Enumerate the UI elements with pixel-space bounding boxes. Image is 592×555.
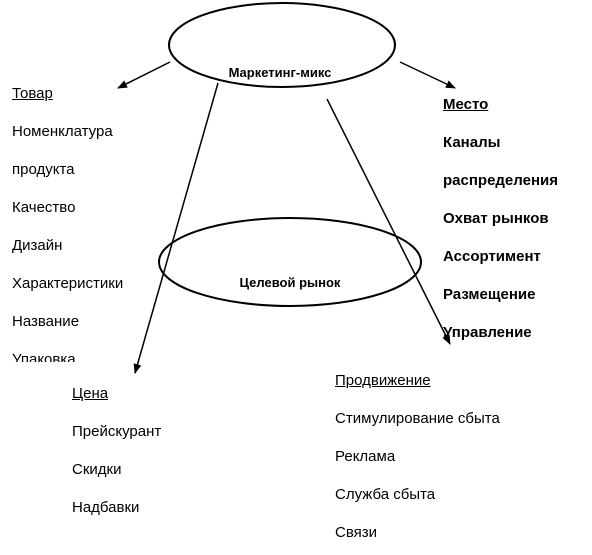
target-market-label: Целевой рынок (239, 275, 341, 290)
place-item: Каналы (443, 134, 501, 151)
product-item: Характеристики (12, 275, 124, 292)
promotion-item: Стимулирование сбыта (335, 410, 500, 427)
price-heading: Цена (72, 385, 109, 402)
promotion-heading: Продвижение (335, 372, 431, 389)
promotion-item: Реклама (335, 448, 396, 465)
promotion-block: Продвижение Стимулирование сбыта Реклама… (335, 371, 555, 555)
target-market-ellipse (158, 217, 422, 307)
promotion-item: Связи (335, 524, 378, 541)
marketing-mix-label: Маркетинг-микс (228, 65, 332, 80)
place-item: распределения (443, 172, 558, 189)
product-item: Номенклатура (12, 123, 113, 140)
arrow-to-price (133, 82, 219, 374)
product-block: Товар Номенклатура продукта Качество Диз… (12, 84, 162, 362)
place-item: Ассортимент (443, 248, 541, 265)
price-item: Прейскурант (72, 423, 162, 440)
arrow-to-promotion (326, 98, 451, 345)
product-item: Название (12, 313, 80, 330)
product-item: Дизайн (12, 237, 63, 254)
product-heading: Товар (12, 85, 53, 102)
price-item: Надбавки (72, 499, 140, 516)
marketing-mix-ellipse (168, 2, 396, 88)
product-item: Качество (12, 199, 76, 216)
arrow-to-product (117, 61, 171, 89)
place-item: Управление (443, 324, 532, 341)
place-block: Место Каналы распределения Охват рынков … (443, 95, 588, 355)
promotion-item: Служба сбыта (335, 486, 436, 503)
product-item: Упаковка (12, 351, 76, 362)
place-item: Размещение (443, 286, 536, 303)
product-item: продукта (12, 161, 75, 178)
price-block: Цена Прейскурант Скидки Надбавки (72, 384, 222, 534)
place-item: Охват рынков (443, 210, 549, 227)
place-heading: Место (443, 96, 489, 113)
arrow-to-place (399, 61, 456, 89)
price-item: Скидки (72, 461, 122, 478)
